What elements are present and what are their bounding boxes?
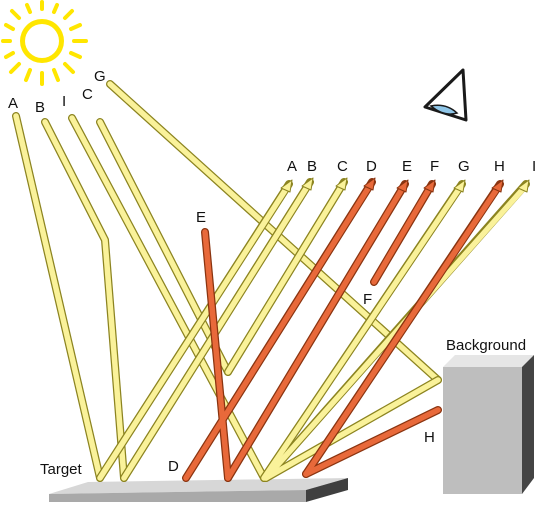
ray-e-label: E xyxy=(196,209,206,226)
background-label: Background xyxy=(446,337,526,354)
ray-g-to-eye xyxy=(261,186,462,481)
observed-label-i: I xyxy=(532,158,536,175)
ray-f-reflected xyxy=(371,186,432,285)
target-surface xyxy=(49,478,348,502)
ray-e-reflected xyxy=(225,186,405,481)
incoming-rays xyxy=(12,80,442,482)
observed-ray-labels: A B C D E F G H I xyxy=(287,158,536,175)
observed-label-e: E xyxy=(402,158,412,175)
source-label-g: G xyxy=(94,68,106,85)
source-label-c: C xyxy=(82,86,93,103)
observed-label-g: G xyxy=(458,158,470,175)
ray-c-reflected xyxy=(225,184,344,375)
target-label: Target xyxy=(40,461,83,478)
ray-h-reflected xyxy=(303,186,500,477)
background-block xyxy=(443,355,534,494)
source-label-a: A xyxy=(8,95,18,112)
ray-i-reflected xyxy=(263,186,526,481)
observed-label-c: C xyxy=(337,158,348,175)
ray-a-reflected xyxy=(97,186,289,481)
ray-g-reflected xyxy=(263,377,441,481)
orange-rays xyxy=(182,177,504,482)
ray-e-incoming xyxy=(202,229,231,481)
ray-d-reflected xyxy=(183,184,372,481)
observed-label-h: H xyxy=(494,158,505,175)
eye-icon xyxy=(423,68,468,122)
observed-label-b: B xyxy=(307,158,317,175)
source-label-i: I xyxy=(62,93,66,110)
ray-d-label: D xyxy=(168,458,179,475)
observed-label-a: A xyxy=(287,158,297,175)
observed-label-f: F xyxy=(430,158,439,175)
source-ray-labels: A B I C G xyxy=(8,68,106,116)
observed-label-d: D xyxy=(366,158,377,175)
ray-f-label: F xyxy=(363,291,372,308)
ray-h-label: H xyxy=(424,429,435,446)
source-label-b: B xyxy=(35,99,45,116)
ray-h-incoming xyxy=(303,407,441,477)
sun-icon xyxy=(1,0,88,86)
